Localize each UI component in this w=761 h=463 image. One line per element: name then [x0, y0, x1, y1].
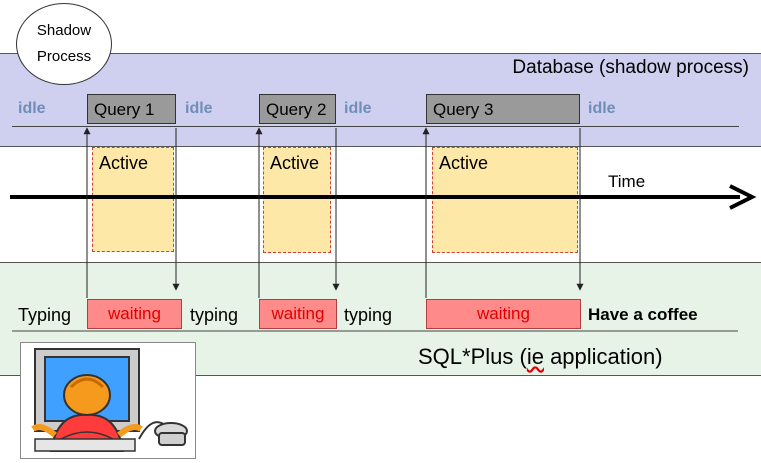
time-label: Time: [608, 172, 646, 191]
idle-label-3: idle: [344, 100, 372, 117]
application-label: SQL*Plus (ie application): [418, 344, 663, 370]
app-label-suffix: application): [543, 344, 663, 369]
waiting-box-2: waiting: [259, 299, 337, 329]
shadow-bubble-line2: Process: [36, 48, 92, 65]
computer-user-icon: [31, 348, 188, 452]
app-label-prefix: SQL*Plus (: [418, 344, 527, 369]
active-box-3: Active: [432, 147, 578, 253]
client-state-1: Typing: [18, 305, 72, 325]
shadow-bubble-line1: Shadow: [36, 22, 92, 39]
query-box-2: Query 2: [259, 94, 336, 124]
idle-label-4: idle: [588, 100, 616, 117]
waiting-box-3: waiting: [426, 299, 581, 329]
client-state-4: Have a coffee: [588, 305, 698, 324]
active-box-1: Active: [92, 147, 174, 252]
waiting-box-1: waiting: [87, 299, 182, 329]
user-at-computer-illustration: [20, 342, 196, 459]
time-arrowhead: [729, 184, 757, 210]
active-box-2: Active: [263, 147, 331, 253]
db-timeline-line: [12, 126, 739, 127]
idle-label-2: idle: [185, 100, 213, 117]
query-box-3: Query 3: [426, 94, 580, 124]
app-label-ie: ie: [526, 344, 544, 369]
shadow-process-bubble: Shadow Process: [16, 3, 112, 85]
client-state-2: typing: [190, 305, 239, 325]
client-state-3: typing: [344, 305, 393, 325]
database-label: Database (shadow process): [512, 57, 749, 78]
idle-label-1: idle: [18, 100, 46, 117]
query-box-1: Query 1: [87, 94, 176, 124]
